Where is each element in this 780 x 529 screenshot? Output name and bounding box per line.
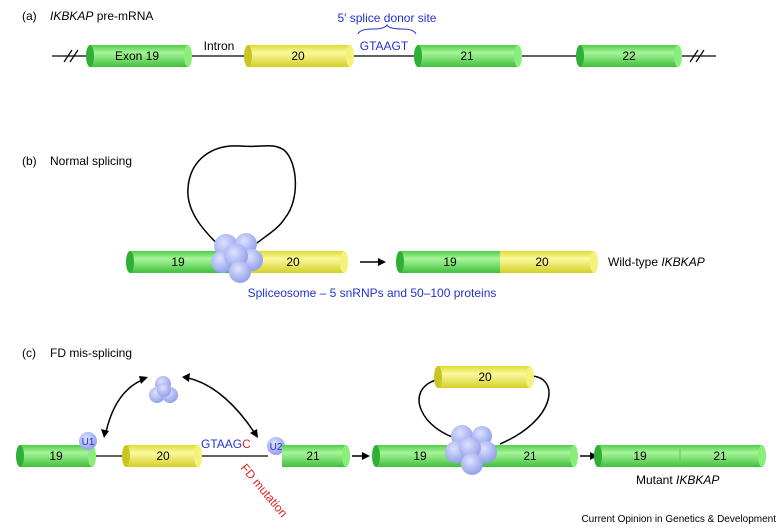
u2-snrnp (267, 437, 285, 455)
footer-credit: Current Opinion in Genetics & Developmen… (581, 514, 776, 525)
arrow-b (360, 258, 386, 266)
donor-site-label: 5′ splice donor site (338, 11, 437, 25)
break-mark-right (689, 49, 705, 63)
exon-21-mid (482, 445, 578, 467)
skipped-exon-20-label: 20 (478, 370, 492, 384)
u2-label: U2 (270, 442, 283, 453)
skipped-exon-20 (434, 366, 534, 388)
break-mark-left (63, 49, 79, 63)
exon-21-mid-label: 21 (523, 449, 537, 463)
exon-20 (244, 45, 354, 67)
mutant-19-label: 19 (633, 449, 647, 463)
panel-b-tag: (b) (22, 154, 37, 168)
fd-mutation-label: FD mutation (238, 461, 291, 520)
arrow-c1 (352, 452, 370, 460)
exon-19-b-label: 19 (171, 255, 185, 269)
exon-21-c (282, 445, 350, 467)
wild-type-label: Wild-type IKBKAP (608, 255, 705, 269)
wild-type-19-label: 19 (443, 255, 457, 269)
exon-19 (86, 45, 192, 67)
panel-c-tag: (c) (22, 346, 36, 360)
exon-19-label: Exon 19 (115, 49, 159, 63)
panel-a-tag: (a) (22, 9, 37, 23)
recruit-arrow-left (101, 376, 148, 438)
mutant-label: Mutant IKBKAP (636, 473, 719, 487)
intron-label: Intron (204, 39, 235, 53)
wild-type-mrna (396, 251, 598, 273)
panel-c: (c) FD mis-splicing 19 (16, 346, 766, 520)
exon-22 (576, 45, 682, 67)
exon-20-c (122, 445, 202, 467)
spliceosome-c (445, 425, 497, 475)
exon-19-c (16, 445, 96, 467)
intron-loop (187, 144, 297, 253)
exon-20-b (248, 251, 348, 273)
exon-21-label: 21 (460, 49, 474, 63)
exon-19-mid-label: 19 (413, 449, 427, 463)
exon-20-b-label: 20 (286, 255, 300, 269)
spliceosome-free (149, 376, 178, 403)
recruit-arrow-right (182, 373, 258, 438)
u1-label: U1 (82, 437, 95, 448)
exon-19-b (126, 251, 230, 273)
panel-a: (a) IKBKAP pre-mRNA Exon 19 Intron 20 5′… (22, 9, 716, 67)
exon-19-c-label: 19 (49, 449, 63, 463)
panel-b-title: Normal splicing (50, 154, 132, 168)
panel-a-title: IKBKAP pre-mRNA (50, 9, 153, 23)
mutant-mrna (594, 445, 766, 467)
mutant-sequence: GTAAGC (201, 437, 251, 451)
panel-b: (b) Normal splicing 19 20 (22, 144, 705, 300)
spliceosome-b (211, 233, 263, 283)
mutant-21-label: 21 (713, 449, 727, 463)
wild-type-20-label: 20 (535, 255, 549, 269)
exon-22-label: 22 (622, 49, 636, 63)
skipped-loop (418, 375, 550, 445)
donor-sequence: GTAAGT (360, 39, 409, 53)
donor-site-brace (357, 23, 417, 35)
spliceosome-caption: Spliceosome – 5 snRNPs and 50–100 protei… (248, 286, 497, 300)
exon-21 (414, 45, 522, 67)
exon-20-label: 20 (291, 49, 305, 63)
u1-snrnp (79, 432, 97, 450)
panel-c-title: FD mis-splicing (50, 346, 132, 360)
exon-21-c-label: 21 (306, 449, 320, 463)
exon-20-c-label: 20 (156, 449, 170, 463)
